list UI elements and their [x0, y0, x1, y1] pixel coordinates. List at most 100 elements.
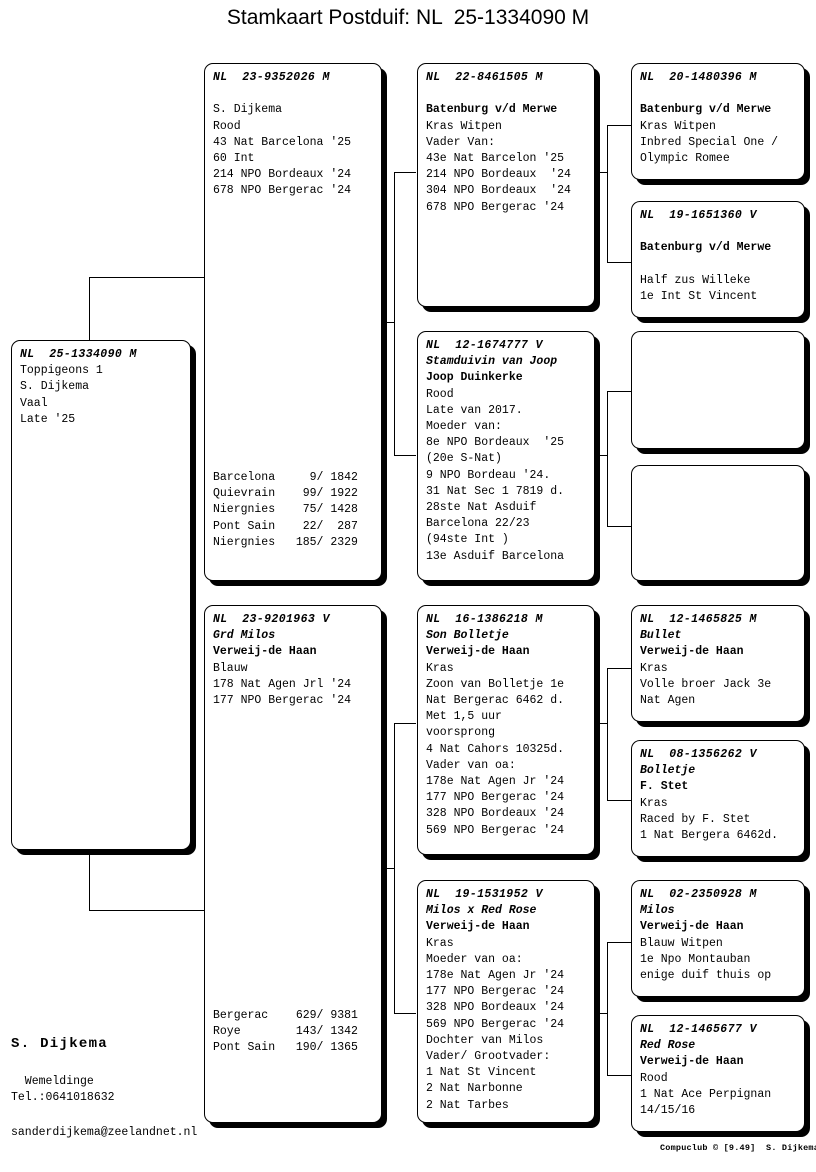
connector-dd-to-g7 [607, 942, 631, 943]
detail-line: (94ste Int ) [426, 533, 509, 547]
detail-line: 328 NPO Bordeaux '24 [426, 1001, 565, 1015]
ring-number: NL 25-1334090 M [20, 348, 137, 361]
pedigree-box-g3[interactable] [631, 331, 805, 449]
detail-line: Rood [213, 119, 241, 133]
pedigree-box-g7[interactable]: NL 02-2350928 M Milos Verweij-de Haan Bl… [631, 880, 805, 997]
detail-line: Stamduivin van Joop [426, 355, 558, 369]
ring-number: NL 23-9352026 M [213, 71, 330, 84]
ring-number: NL 23-9201963 V [213, 613, 330, 626]
connector-dd-to-g8 [607, 1075, 631, 1076]
detail-line: Bolletje [640, 764, 696, 778]
detail-line: Red Rose [640, 1039, 696, 1053]
ring-number: NL 02-2350928 M [640, 888, 757, 901]
detail-line: Son Bolletje [426, 629, 509, 643]
pedigree-box-g6[interactable]: NL 08-1356262 V Bolletje F. Stet Kras Ra… [631, 740, 805, 857]
pedigree-box-dam[interactable]: NL 23-9201963 V Grd Milos Verweij-de Haa… [204, 605, 382, 1123]
detail-line: 178 Nat Agen Jrl '24 [213, 677, 352, 691]
pedigree-box-sire-dam[interactable]: NL 12-1674777 V Stamduivin van Joop Joop… [417, 331, 595, 581]
pedigree-box-g5[interactable]: NL 12-1465825 M Bullet Verweij-de Haan K… [631, 605, 805, 722]
connector-dd-trunk [607, 942, 608, 1075]
detail-line: 14/15/16 [640, 1104, 696, 1118]
detail-line: Joop Duinkerke [426, 371, 523, 385]
detail-line: 214 NPO Bordeaux '24 [213, 168, 352, 182]
pedigree-box-sire-sire[interactable]: NL 22-8461505 M Batenburg v/d Merwe Kras… [417, 63, 595, 307]
detail-line: Verweij-de Haan [640, 920, 744, 934]
detail-line: Nat Agen [640, 694, 696, 708]
result-row: Quievrain 99/ 1922 [213, 487, 358, 501]
detail-line: Rood [426, 387, 454, 401]
result-row: Bergerac 629/ 9381 [213, 1009, 358, 1022]
ring-number: NL 20-1480396 M [640, 71, 757, 84]
detail-line: Grd Milos [213, 629, 276, 643]
detail-line: Batenburg v/d Merwe [640, 241, 772, 255]
detail-line: Blauw [213, 661, 248, 675]
connector-dam-to-dd [394, 1013, 416, 1014]
ring-number: NL 22-8461505 M [426, 71, 543, 84]
pedigree-box-sire[interactable]: NL 23-9352026 M S. Dijkema Rood 43 Nat B… [204, 63, 382, 581]
detail-line: 2 Nat Tarbes [426, 1098, 509, 1112]
detail-line: Kras Witpen [426, 119, 502, 133]
detail-line: enige duif thuis op [640, 969, 772, 983]
detail-line: 178e Nat Agen Jr '24 [426, 775, 565, 789]
detail-line: 1e Int St Vincent [640, 290, 758, 304]
connector-ss-to-g1 [607, 125, 631, 126]
detail-line: Blauw Witpen [640, 936, 723, 950]
page-title: Stamkaart Postduif: NL 25-1334090 M [226, 6, 590, 29]
detail-line: Dochter van Milos [426, 1033, 544, 1047]
detail-line: Bullet [640, 629, 682, 643]
pedigree-box-g4[interactable] [631, 465, 805, 581]
breeder-email[interactable]: sanderdijkema@zeelandnet.nl [11, 1126, 198, 1139]
connector-sire-trunk [394, 172, 395, 455]
detail-line: 177 NPO Bergerac '24 [426, 791, 565, 805]
software-credit: Compuclub © [9.49] S. Dijkema [660, 1143, 816, 1153]
result-row: Pont Sain 190/ 1365 [213, 1041, 358, 1055]
detail-line: Verweij-de Haan [640, 645, 744, 659]
detail-line: 8e NPO Bordeaux '25 [426, 436, 565, 450]
pedigree-box-g1[interactable]: NL 20-1480396 M Batenburg v/d Merwe Kras… [631, 63, 805, 180]
detail-line: Batenburg v/d Merwe [640, 103, 772, 117]
result-row: Roye 143/ 1342 [213, 1025, 358, 1039]
ring-number: NL 08-1356262 V [640, 748, 757, 761]
detail-line: 2 Nat Narbonne [426, 1082, 523, 1096]
ring-number: NL 19-1651360 V [640, 209, 757, 222]
detail-line: Verweij-de Haan [426, 920, 530, 934]
detail-line: 60 Int [213, 152, 255, 166]
detail-line: F. Stet [640, 780, 689, 794]
connector-sd-trunk [607, 391, 608, 526]
connector-dd-stem [599, 1013, 608, 1014]
pedigree-box-g8[interactable]: NL 12-1465677 V Red Rose Verweij-de Haan… [631, 1015, 805, 1132]
connector-ds-stem [599, 723, 608, 724]
pedigree-box-subject[interactable]: NL 25-1334090 M Toppigeons 1 S. Dijkema … [11, 340, 191, 850]
connector-sire-stem [386, 322, 395, 323]
connector-ds-trunk [607, 668, 608, 800]
detail-line: Late van 2017. [426, 403, 523, 417]
ring-number: NL 19-1531952 V [426, 888, 543, 901]
detail-line: 28ste Nat Asduif [426, 501, 537, 515]
detail-line: Moeder van: [426, 420, 502, 434]
detail-line: 4 Nat Cahors 10325d. [426, 742, 565, 756]
ring-number: NL 12-1465677 V [640, 1023, 757, 1036]
detail-line: 43e Nat Barcelon '25 [426, 152, 565, 166]
pedigree-box-dam-dam[interactable]: NL 19-1531952 V Milos x Red Rose Verweij… [417, 880, 595, 1123]
pedigree-box-g2[interactable]: NL 19-1651360 V Batenburg v/d Merwe Half… [631, 201, 805, 318]
detail-line: Volle broer Jack 3e [640, 677, 772, 691]
detail-line: 569 NPO Bergerac '24 [426, 1017, 565, 1031]
detail-line: 1 Nat Bergera 6462d. [640, 829, 779, 843]
connector-sire-to-sd [394, 455, 416, 456]
ring-number: NL 16-1386218 M [426, 613, 543, 626]
detail-line: Verweij-de Haan [426, 645, 530, 659]
detail-line: Kras [640, 796, 668, 810]
detail-line: Kras Witpen [640, 119, 716, 133]
detail-line: Barcelona 22/23 [426, 517, 530, 531]
connector-dam-stem [386, 868, 395, 869]
pedigree-box-dam-sire[interactable]: NL 16-1386218 M Son Bolletje Verweij-de … [417, 605, 595, 855]
connector-ds-to-g6 [607, 800, 631, 801]
detail-line: Kras [426, 936, 454, 950]
connector-sd-to-g3 [607, 391, 631, 392]
detail-line: Kras [640, 661, 668, 675]
detail-line: Olympic Romee [640, 152, 730, 166]
detail-line: Late '25 [20, 412, 76, 426]
detail-line: 1 Nat St Vincent [426, 1066, 537, 1080]
detail-line: Nat Bergerac 6462 d. [426, 694, 565, 708]
